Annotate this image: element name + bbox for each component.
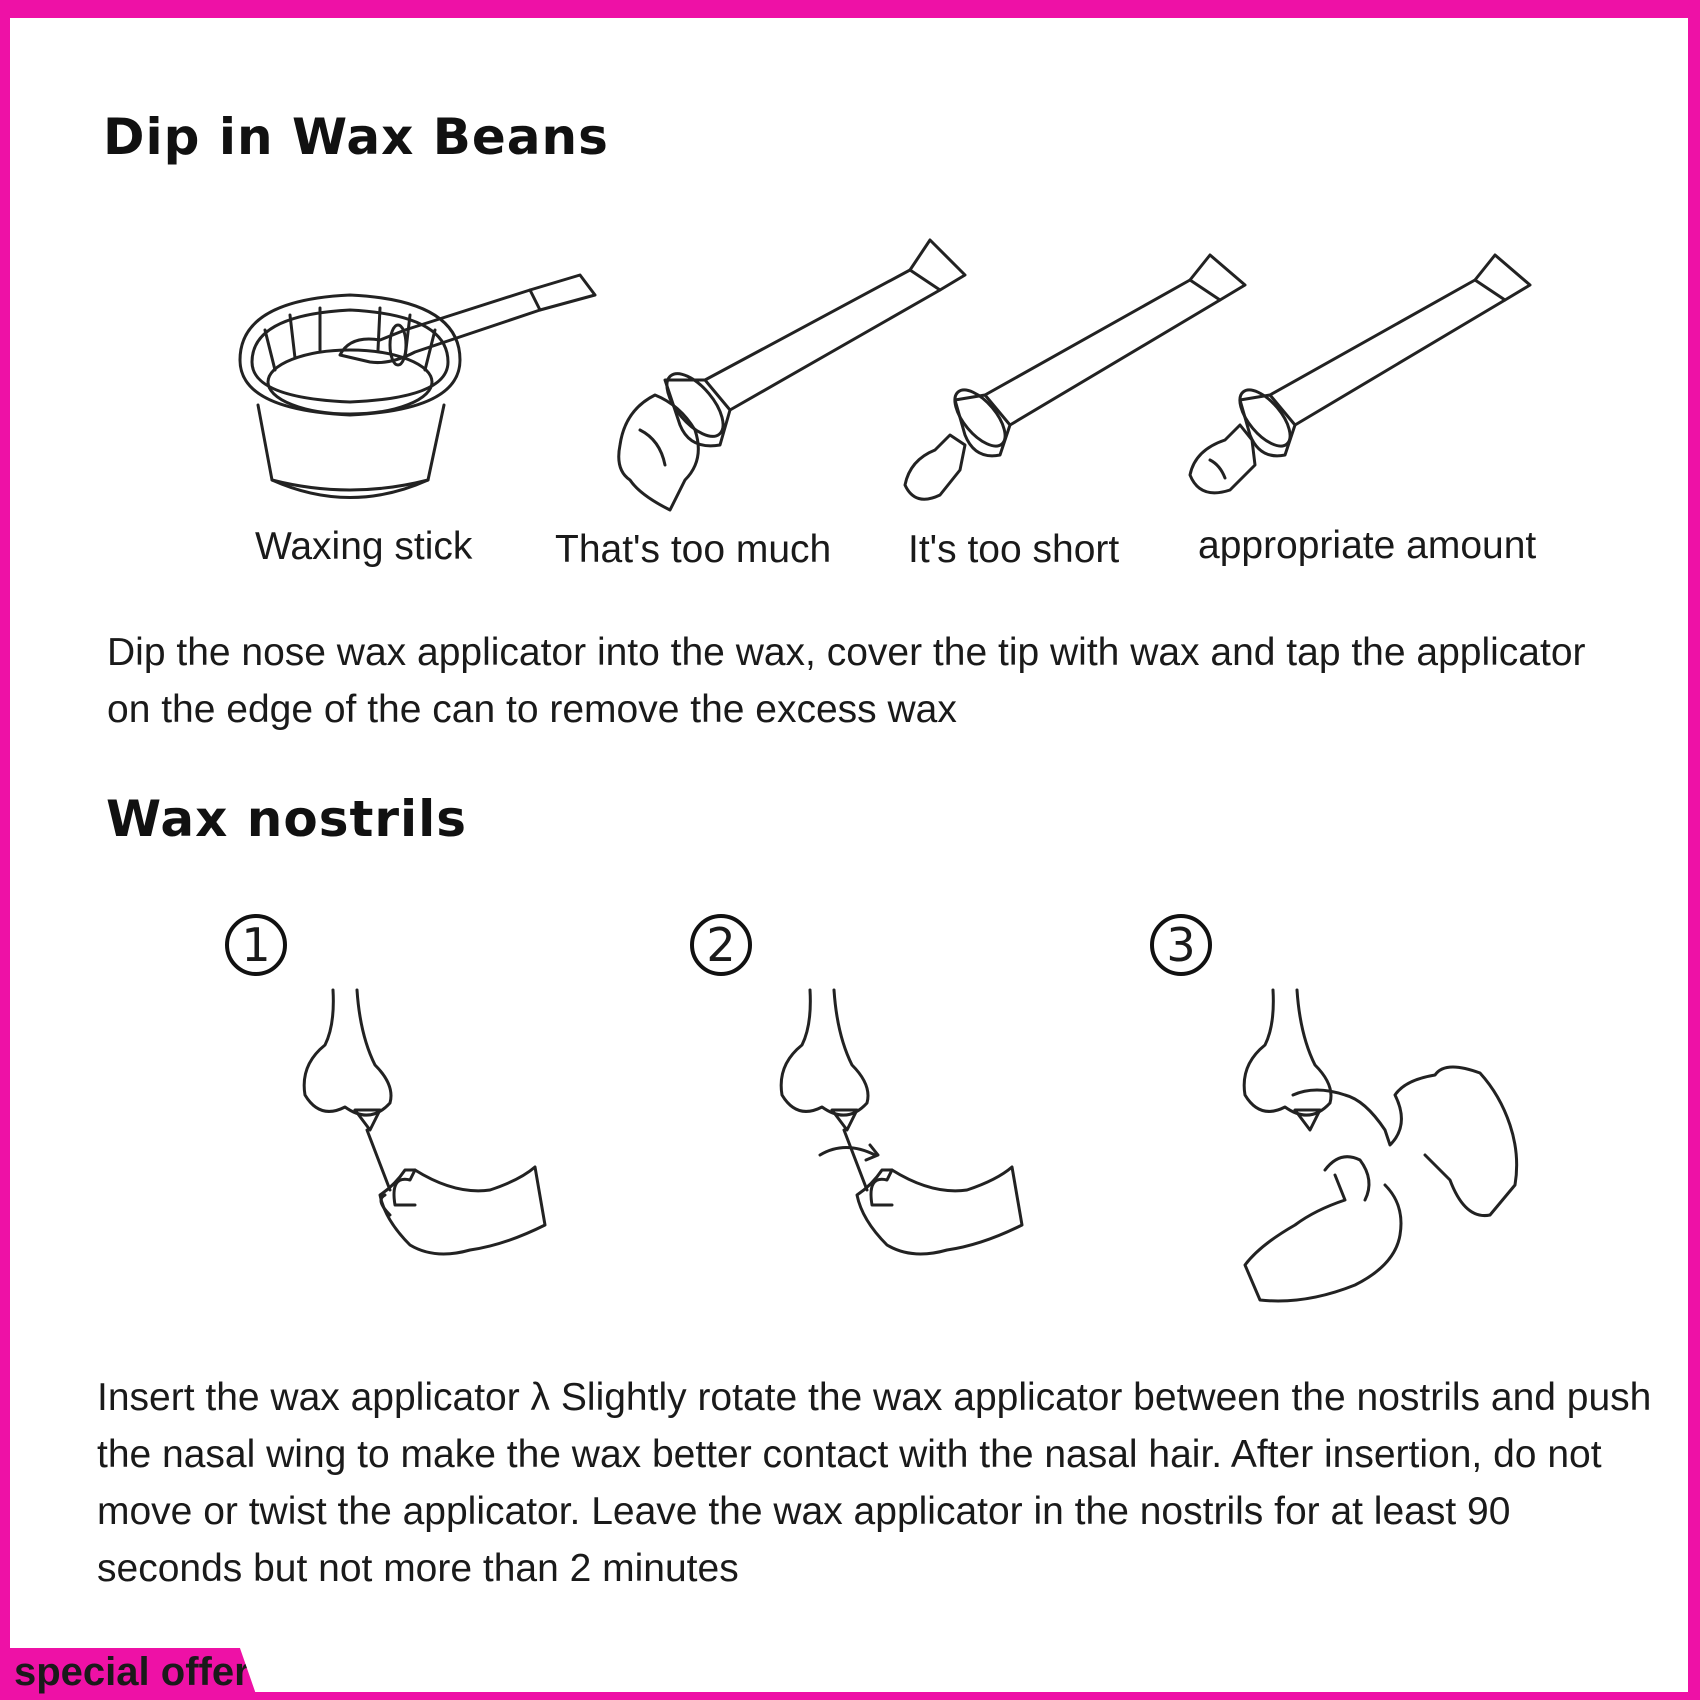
special-offer-badge[interactable]: special offer: [0, 1648, 258, 1700]
caption-appropriate-amount: appropriate amount: [1198, 524, 1537, 567]
caption-waxing-stick: Waxing stick: [255, 525, 473, 568]
step-3-number: 3: [1150, 914, 1212, 976]
caption-too-much: That's too much: [555, 528, 832, 571]
step-2-nose-rotate-illustration: [779, 988, 1024, 1256]
section-title-wax-nostrils: Wax nostrils: [106, 790, 468, 848]
caption-too-short: It's too short: [908, 528, 1120, 571]
wax-can-illustration: [238, 273, 597, 499]
step-1-number: 1: [225, 914, 287, 976]
section1-description: Dip the nose wax applicator into the wax…: [107, 631, 1586, 731]
step-2-number: 2: [690, 914, 752, 976]
stick-too-short-illustration: [903, 253, 1247, 501]
section-title-dip: Dip in Wax Beans: [103, 108, 609, 166]
step-3-push-nasal-wing-illustration: [1242, 988, 1519, 1303]
step-1-nose-hand-illustration: [302, 988, 547, 1256]
stick-too-much-illustration: [617, 238, 967, 512]
stick-appropriate-amount-illustration: [1188, 253, 1532, 495]
special-offer-label: special offer: [14, 1650, 250, 1694]
section2-description: Insert the wax applicator λ Slightly rot…: [97, 1376, 1652, 1590]
